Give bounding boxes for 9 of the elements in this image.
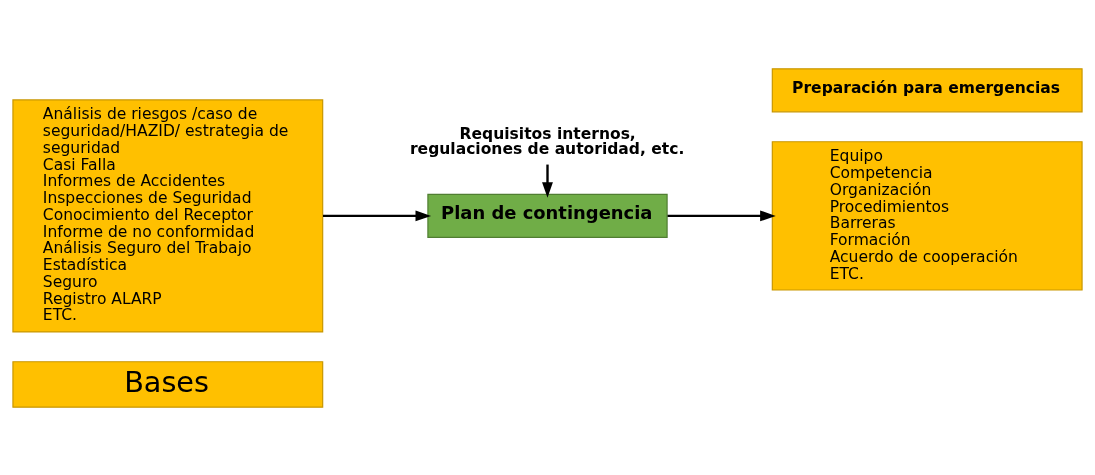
arrow — [667, 209, 776, 221]
node-box: Bases — [12, 360, 324, 408]
arrow — [323, 209, 432, 221]
arrow — [542, 164, 553, 198]
node-box: Preparación para emergencias — [771, 67, 1083, 112]
node-box: Plan de contingencia — [427, 193, 668, 238]
node-text: Requisitos internos, regulaciones de autoridad, etc. — [409, 124, 685, 158]
node-box: Equipo Competencia Organización Procedimientos Barreras Formación Acuerdo de cooperación ETC. — [771, 140, 1083, 291]
node-box: Análisis de riesgos /caso de seguridad/HAZID/ estrategia de seguridad Casi Falla Informes de Accidentes Inspecciones de Seguridad Conocimiento del Receptor Informe de no conformidad Análisis Seguro del Trabajo Estadística Seguro Registro ALARP ETC. — [12, 98, 324, 332]
